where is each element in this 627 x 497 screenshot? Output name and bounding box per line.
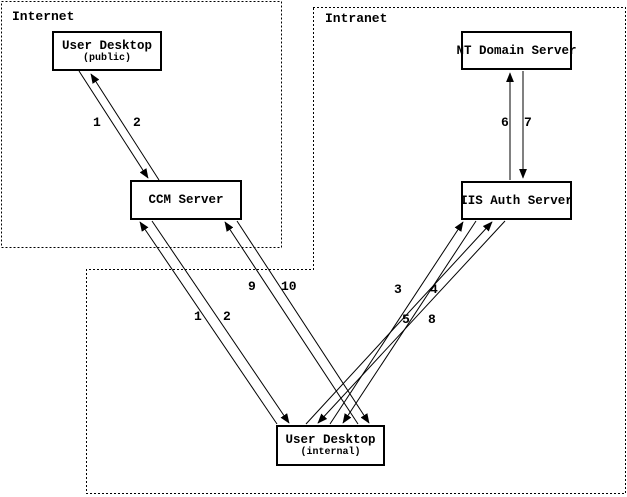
internet-zone-outline — [1, 1, 282, 248]
edge-line-9-internal-to-ccm — [224, 221, 359, 425]
edge-label-5: 5 — [402, 312, 410, 327]
node-nt-domain-server: NT Domain Server — [456, 31, 577, 70]
edge-line-1-public-to-ccm — [78, 70, 149, 179]
internet-zone-label: Internet — [12, 9, 75, 24]
edge-line-3-internal-to-iis — [329, 221, 464, 425]
edge-label-1-internal: 1 — [194, 309, 202, 324]
edge-line-8-iis-to-internal — [317, 220, 506, 424]
edge-label-4: 4 — [430, 282, 438, 297]
node-title: NT Domain Server — [456, 43, 577, 58]
edge-label-2-internal: 2 — [223, 309, 231, 324]
edge-label-6: 6 — [501, 115, 509, 130]
edge-line-4-iis-to-internal — [342, 220, 477, 424]
node-ccm-server: CCM Server — [130, 180, 242, 220]
intranet-zone-outline — [86, 7, 626, 494]
edge-line-5-internal-to-iis — [305, 221, 493, 425]
node-title: User Desktop — [61, 38, 152, 53]
edge-line-1-internal-to-ccm — [139, 221, 278, 425]
edge-line-10-ccm-to-internal — [236, 220, 370, 424]
intranet-zone-label: Intranet — [325, 11, 388, 26]
node-subtitle: (public) — [82, 52, 131, 64]
edge-label-2-public: 2 — [133, 115, 141, 130]
node-title: IIS Auth Server — [460, 193, 573, 208]
node-user-desktop-public: User Desktop (public) — [52, 31, 162, 71]
edge-label-9: 9 — [248, 279, 256, 294]
edge-line-2-ccm-to-public — [90, 73, 160, 181]
node-subtitle: (internal) — [300, 447, 361, 458]
node-title: User Desktop — [285, 433, 376, 447]
node-iis-auth-server: IIS Auth Server — [460, 181, 573, 220]
edge-label-8: 8 — [428, 312, 436, 327]
edge-label-10: 10 — [281, 279, 297, 294]
node-user-desktop-internal: User Desktop (internal) — [276, 425, 385, 466]
edge-label-7: 7 — [524, 115, 532, 130]
node-title: CCM Server — [148, 193, 224, 207]
edge-label-3: 3 — [394, 282, 402, 297]
edge-line-2-ccm-to-internal — [151, 220, 290, 424]
edge-label-1-public: 1 — [93, 115, 101, 130]
